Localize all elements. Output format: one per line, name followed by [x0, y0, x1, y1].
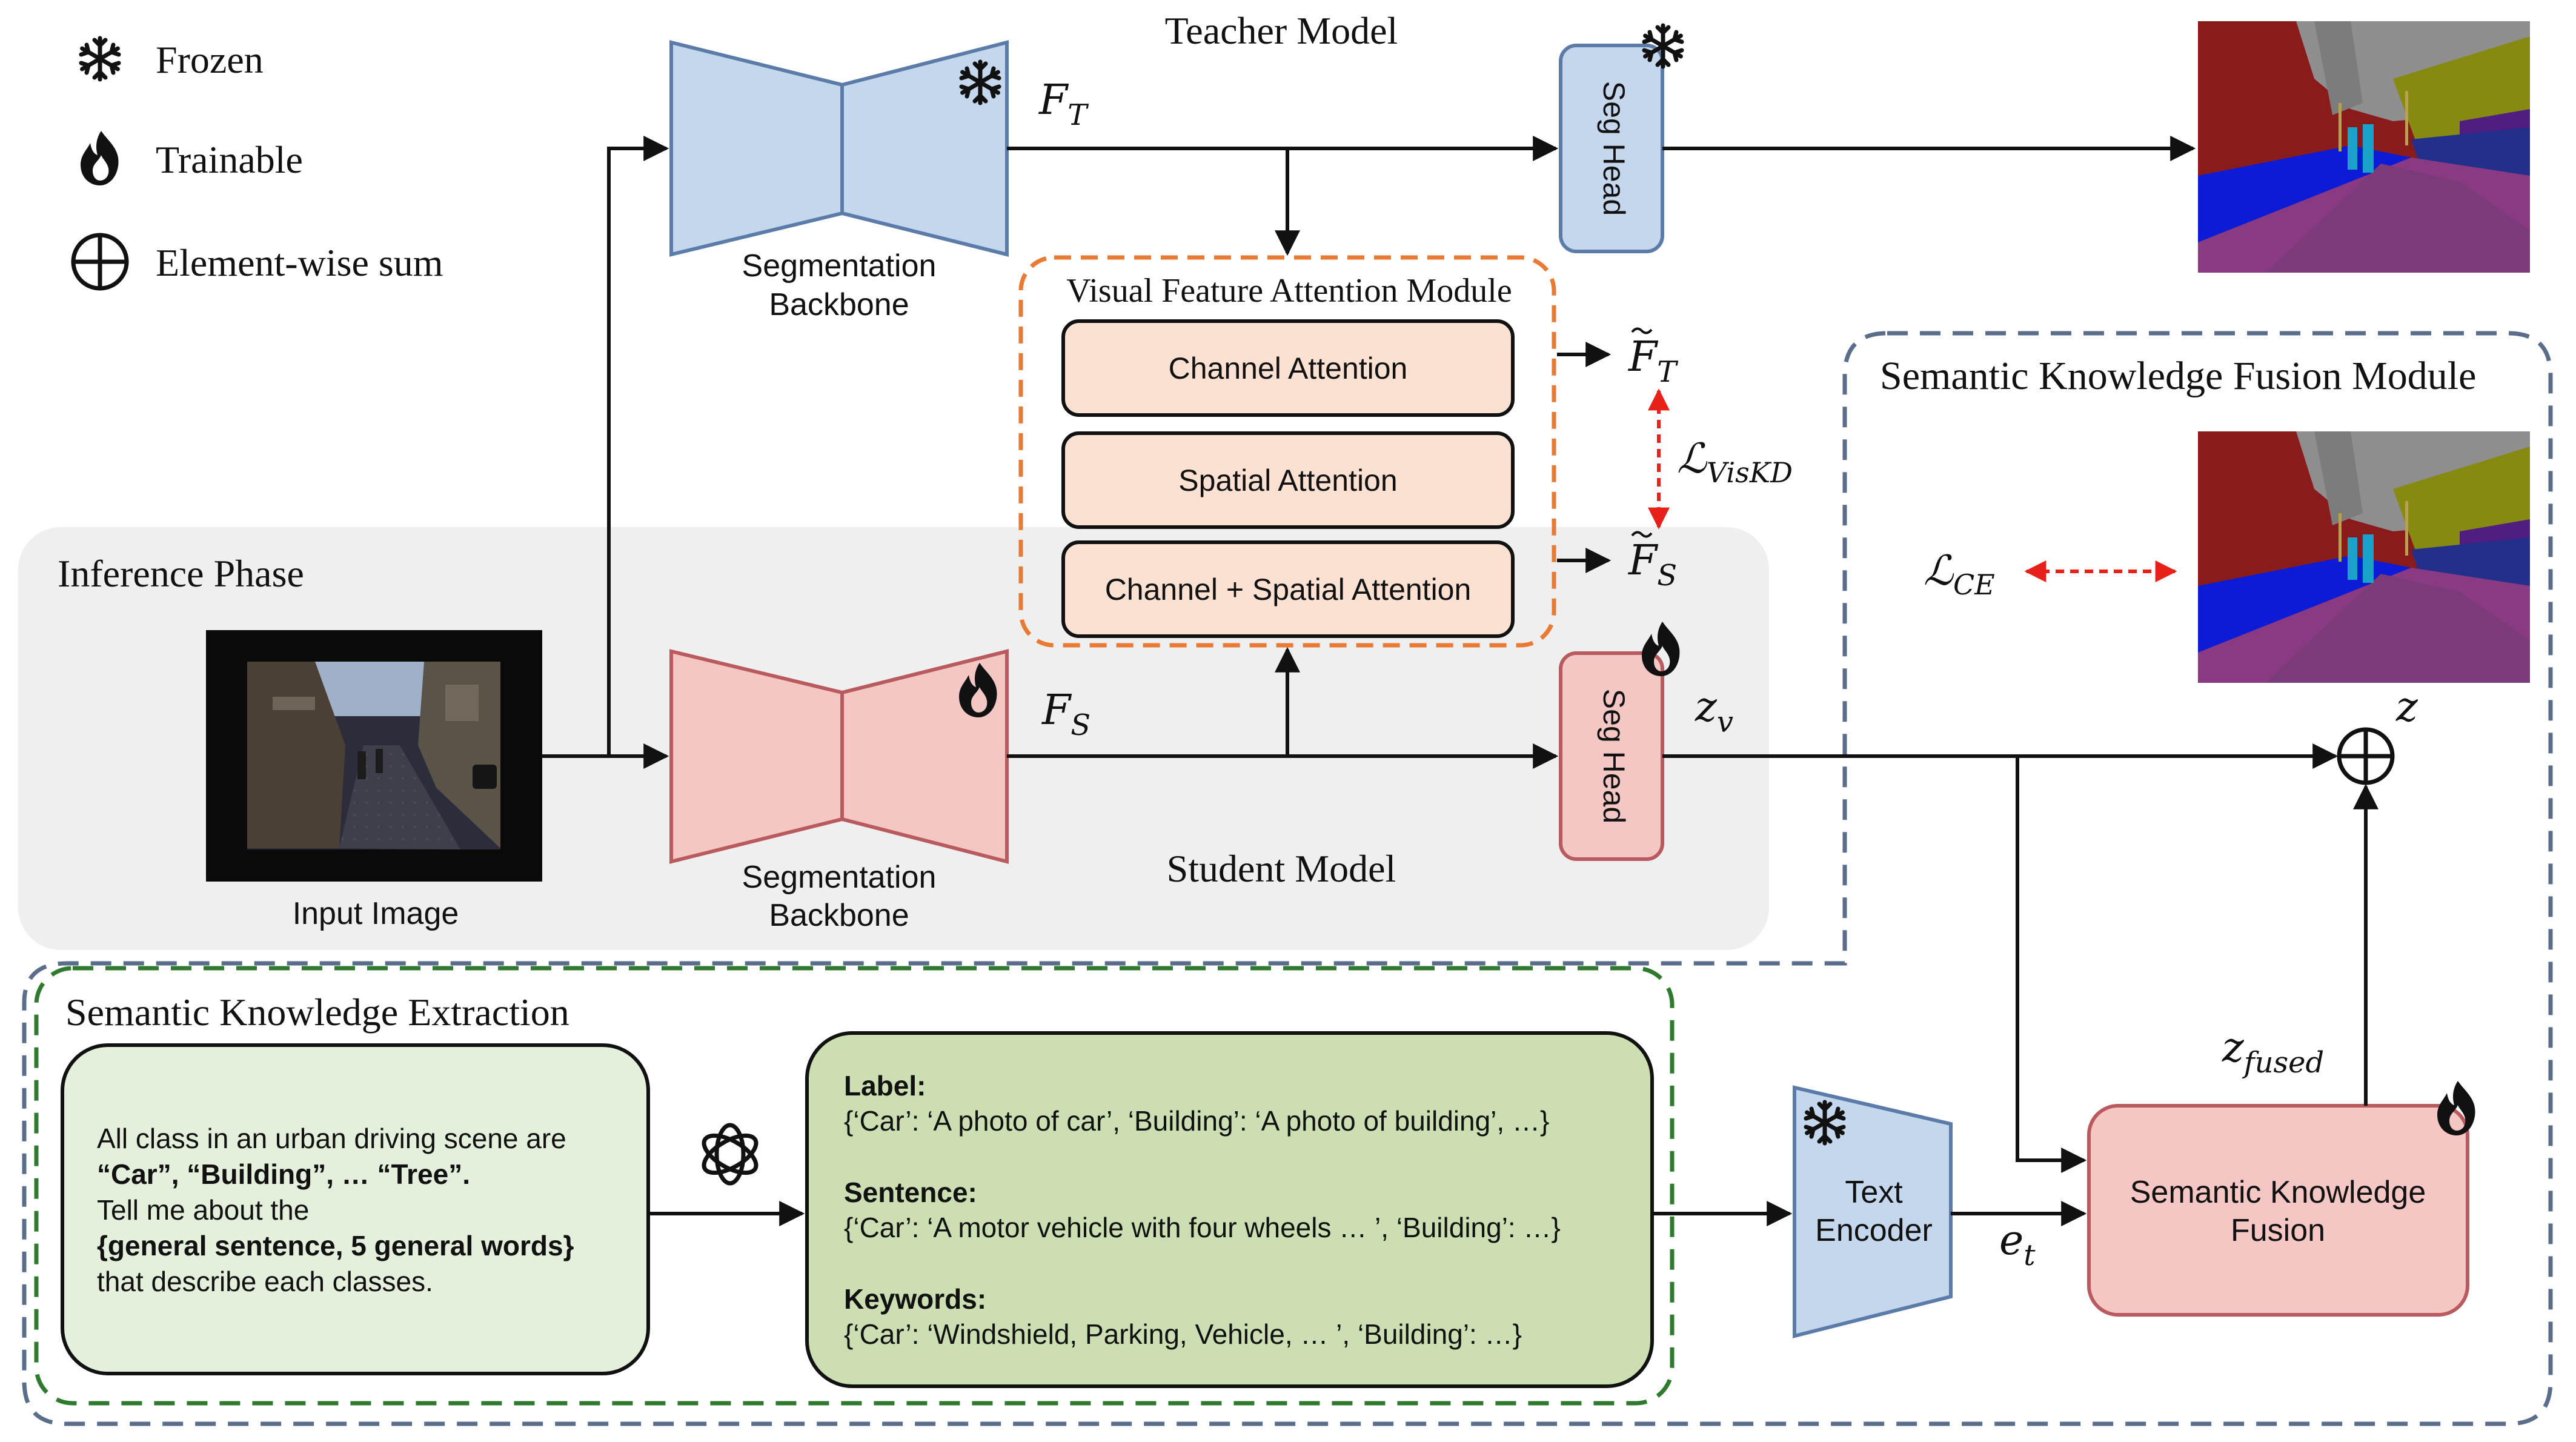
- student-logit-label: zv: [1695, 683, 1733, 739]
- prompt-line-3: Tell me about the: [97, 1194, 309, 1226]
- output-label-heading: Label:: [844, 1070, 926, 1101]
- text-encoder-label-2: Encoder: [1815, 1213, 1933, 1248]
- teacher-backbone-label-2: Backbone: [769, 287, 909, 322]
- fusion-module-boundary: [22, 331, 2553, 1426]
- snowflake-icon: [81, 38, 119, 79]
- channel-attention-label: Channel Attention: [1169, 351, 1408, 385]
- legend-frozen-label: Frozen: [156, 38, 264, 81]
- teacher-attended-feature: FT: [1627, 327, 1678, 389]
- student-backbone-label-1: Segmentation: [742, 860, 937, 895]
- prompt-line-1: All class in an urban driving scene are: [97, 1123, 566, 1154]
- fusion-module-title: Semantic Knowledge Fusion Module: [1880, 354, 2476, 398]
- channel-attention-box: [1061, 319, 1515, 417]
- legend-trainable-label: Trainable: [156, 138, 303, 181]
- teacher-segmentation-map: [2198, 21, 2530, 273]
- teacher-feature-label: FT: [1038, 76, 1089, 132]
- prompt-line-5: that describe each classes.: [97, 1266, 433, 1297]
- extraction-title: Semantic Knowledge Extraction: [65, 991, 569, 1034]
- prompt-line-2: “Car”, “Building”, … “Tree”.: [97, 1158, 470, 1190]
- fusion-box-label-1: Semantic Knowledge: [2130, 1175, 2426, 1210]
- connectors: [542, 136, 2378, 1226]
- teacher-backbone: [669, 40, 1009, 257]
- text-embedding-label: et: [1999, 1217, 2036, 1272]
- vfam-boundary: [1018, 255, 1556, 648]
- fused-output-label-z: z: [2395, 683, 2418, 731]
- legend: Frozen Trainable Element-wise sum: [71, 38, 443, 291]
- svg-text:FS: FS: [1627, 537, 1677, 593]
- spatial-attention-label: Spatial Attention: [1178, 463, 1397, 497]
- prompt-box: [61, 1043, 650, 1375]
- student-attended-feature: FS: [1627, 531, 1677, 593]
- visual-kd-loss-label: ℒVisKD: [1677, 435, 1793, 489]
- channel-spatial-attention-label: Channel + Spatial Attention: [1105, 573, 1472, 606]
- student-backbone-label-2: Backbone: [769, 898, 909, 933]
- student-title: Student Model: [1167, 847, 1396, 890]
- input-image: [206, 630, 542, 882]
- inference-phase-title: Inference Phase: [58, 552, 304, 595]
- vfam-title: Visual Feature Attention Module: [1066, 272, 1512, 310]
- text-encoder-label-1: Text: [1845, 1175, 1903, 1210]
- svg-text:FT: FT: [1627, 333, 1678, 389]
- channel-spatial-attention-box: [1061, 540, 1515, 638]
- fusion-box-label-2: Fusion: [2231, 1213, 2325, 1248]
- spatial-attention-box: [1061, 431, 1515, 529]
- student-seg-head-label: Seg Head: [1597, 689, 1631, 823]
- legend-sum-label: Element-wise sum: [156, 241, 443, 284]
- output-keywords-heading: Keywords:: [844, 1283, 986, 1315]
- output-sentence-text: {‘Car’: ‘A motor vehicle with four wheel…: [844, 1212, 1561, 1243]
- output-keywords-text: {‘Car’: ‘Windshield, Parking, Vehicle, ……: [844, 1318, 1522, 1350]
- input-image-label: Input Image: [293, 896, 459, 931]
- cross-entropy-loss-label: ℒCE: [1924, 547, 1995, 601]
- teacher-title: Teacher Model: [1165, 9, 1398, 52]
- output-label-text: {‘Car’: ‘A photo of car’, ‘Building’: ‘A…: [844, 1105, 1549, 1137]
- element-wise-sum-node: [2337, 727, 2395, 785]
- element-wise-sum-icon: [71, 233, 129, 291]
- extraction-boundary: [34, 966, 1675, 1406]
- fused-logit-label: zfused: [2222, 1024, 2324, 1080]
- output-sentence-heading: Sentence:: [844, 1177, 977, 1208]
- ground-truth-segmentation-map: [2198, 431, 2530, 683]
- chatgpt-logo-icon: [702, 1123, 759, 1186]
- teacher-backbone-label-1: Segmentation: [742, 248, 937, 284]
- semantic-knowledge-fusion-box: [2087, 1104, 2469, 1317]
- prompt-line-4: {general sentence, 5 general words}: [97, 1230, 574, 1261]
- student-feature-label: FS: [1041, 686, 1090, 742]
- teacher-seg-head-label: Seg Head: [1597, 81, 1631, 216]
- llm-output-box: [805, 1031, 1654, 1388]
- flame-icon: [81, 131, 119, 185]
- text-encoder: [1793, 1085, 1953, 1338]
